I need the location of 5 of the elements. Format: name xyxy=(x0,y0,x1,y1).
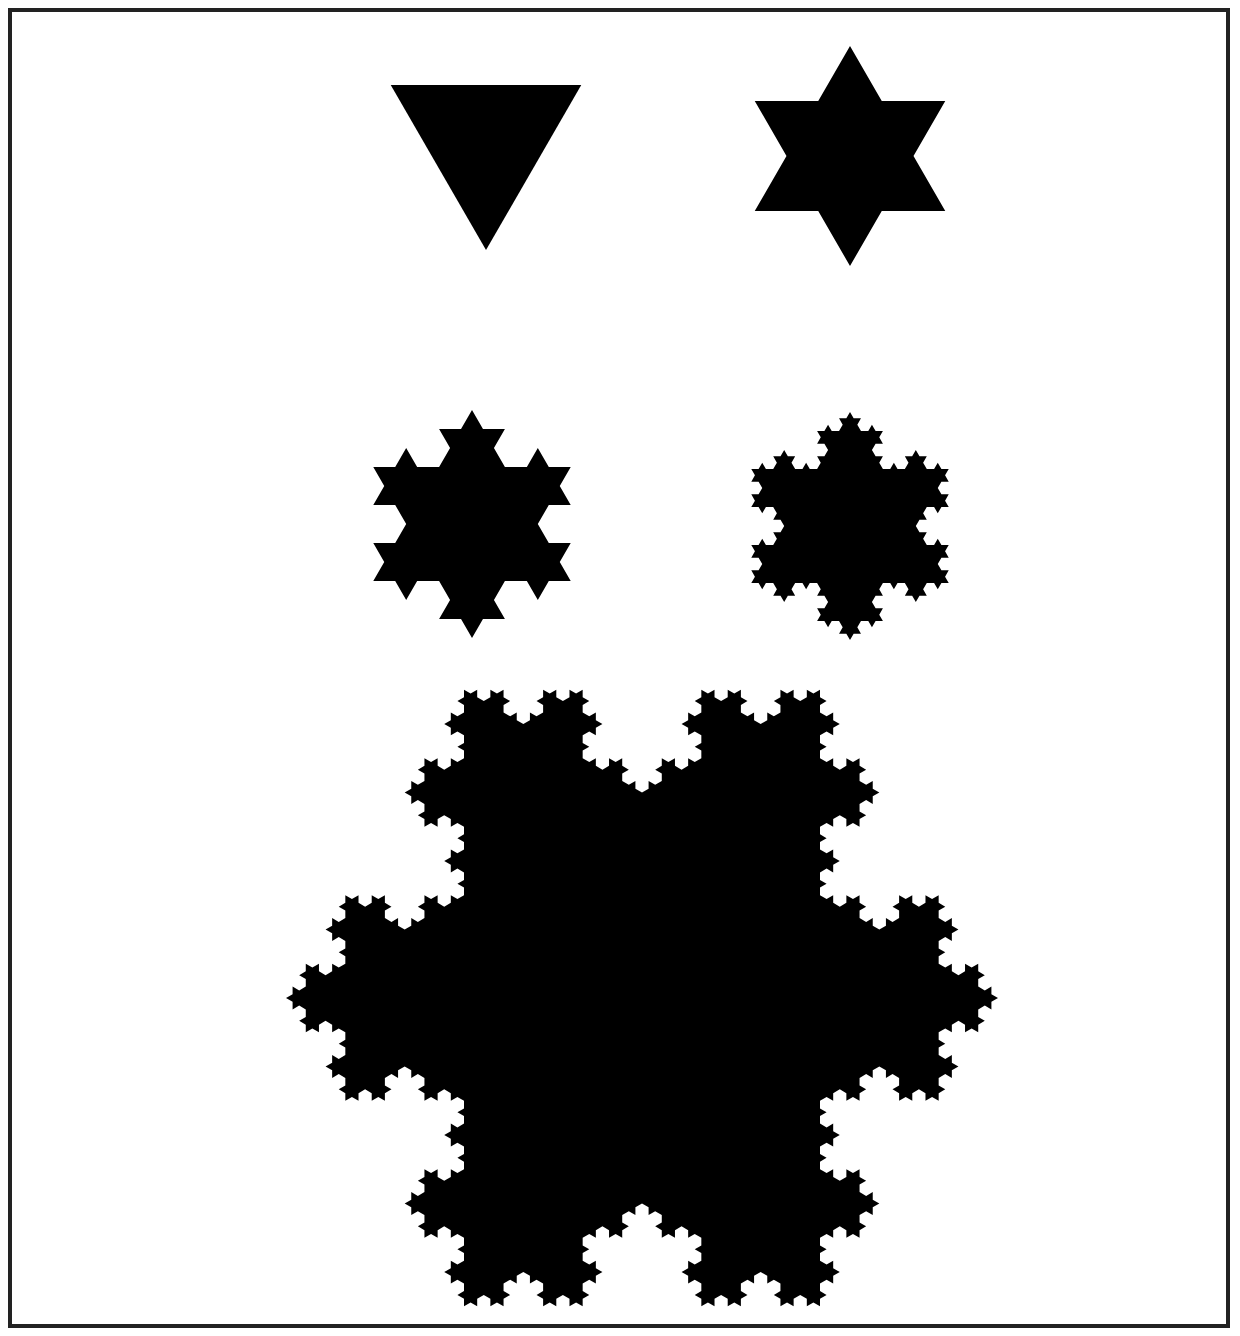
koch-snowflake xyxy=(286,689,998,1307)
triangle xyxy=(390,85,582,250)
koch-snowflake xyxy=(373,410,571,638)
hexagram-star xyxy=(754,46,946,266)
koch-snowflake xyxy=(751,412,949,640)
